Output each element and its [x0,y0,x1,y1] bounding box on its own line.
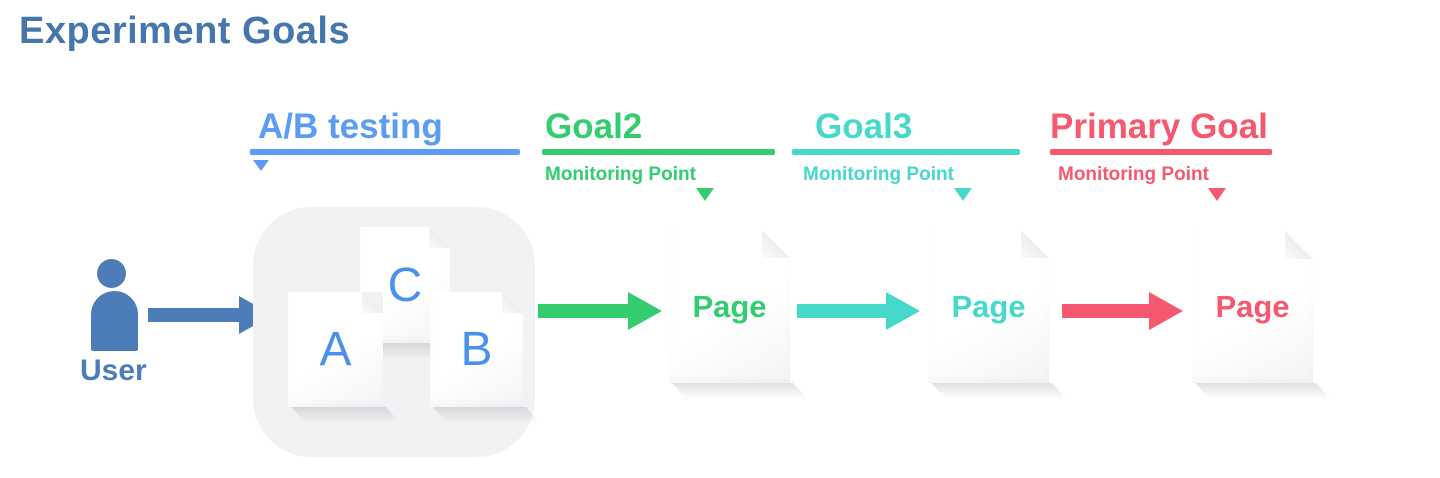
variant-letter-c: C [387,258,423,312]
primary-goal-monitoring-marker-icon [1208,188,1226,201]
goal2-page: Page [669,230,790,383]
variant-page-b: B [430,292,523,407]
arrow-shaft [538,304,628,318]
goal2-monitoring-marker-icon [696,188,714,201]
user-icon-body [91,291,138,351]
goal3-label: Goal3 [815,107,913,146]
goal3-page: Page [928,230,1049,383]
goal3-page-label: Page [951,288,1026,324]
primary-goal-label: Primary Goal [1050,107,1268,146]
primary-goal-monitoring-point-label: Monitoring Point [1058,164,1209,185]
goal3-annotation: Goal3 Monitoring Point [792,107,1020,201]
goal2-monitoring-point-label: Monitoring Point [545,164,696,185]
arrow-head [886,292,920,330]
arrow-shaft [148,308,239,322]
goal3-monitoring-point-label: Monitoring Point [803,164,954,185]
goal3-underline [792,149,1020,155]
goal2-page-label: Page [692,288,767,324]
variant-page-a: A [288,292,383,407]
goal2-annotation: Goal2 Monitoring Point [542,107,775,201]
arrow-head [1149,292,1183,330]
arrow-head [628,292,662,330]
ab-testing-annotation: A/B testing [250,107,520,171]
primary-goal-annotation: Primary Goal Monitoring Point [1050,107,1272,201]
diagram-title: Experiment Goals [19,10,351,52]
primary-goal-page-label: Page [1215,289,1290,324]
user-icon [97,259,126,288]
arrow-shaft [1062,304,1149,318]
ab-testing-marker-icon [253,160,269,171]
ab-testing-label: A/B testing [258,107,443,146]
goal3-monitoring-marker-icon [954,188,972,201]
variant-letter-a: A [319,323,352,376]
goal2-underline [542,149,775,155]
goal2-label: Goal2 [545,107,643,146]
primary-goal-page: Page [1192,231,1313,383]
user-label: User [80,354,147,387]
variant-letter-b: B [460,323,493,376]
primary-goal-underline [1050,149,1272,155]
arrow-shaft [797,304,886,318]
ab-testing-underline [250,149,520,155]
